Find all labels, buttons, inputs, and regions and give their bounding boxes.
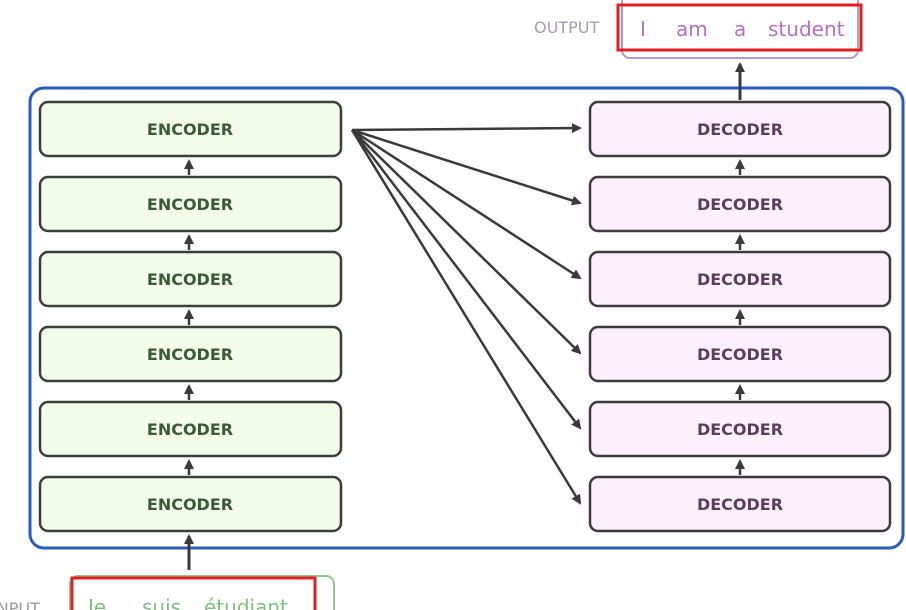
decoder-block: [588, 100, 892, 158]
encoder-label: ENCODER: [147, 120, 233, 139]
input-label: INPUT: [0, 599, 40, 610]
output-token: a: [734, 17, 746, 41]
output-token: student: [768, 17, 845, 41]
encoder-label: ENCODER: [147, 495, 233, 514]
decoder-label: DECODER: [697, 120, 783, 139]
decoder-label: DECODER: [697, 420, 783, 439]
input-token: Je: [86, 595, 106, 610]
decoder-label: DECODER: [697, 195, 783, 214]
input-highlight: [70, 576, 317, 610]
output-token: am: [676, 17, 708, 41]
encoder-label: ENCODER: [147, 420, 233, 439]
input-box: [69, 575, 335, 610]
output-token: I: [640, 17, 646, 41]
encoder-block: [38, 325, 343, 383]
decoder-label: DECODER: [697, 345, 783, 364]
decoder-label: DECODER: [697, 495, 783, 514]
output-highlight: [616, 3, 863, 52]
input-token: suis: [142, 595, 181, 610]
encoder-decoder-arrow: [351, 129, 582, 355]
decoder-block: [588, 175, 892, 233]
encoder-label: ENCODER: [147, 270, 233, 289]
decoder-block: [588, 250, 892, 308]
encoder-label: ENCODER: [147, 345, 233, 364]
encoder-decoder-arrow: [351, 128, 582, 206]
decoder-block: [588, 325, 892, 383]
decoder-block: [588, 475, 892, 533]
output-label: OUTPUT: [534, 18, 599, 37]
encoder-label: ENCODER: [147, 195, 233, 214]
encoder-block: [38, 175, 343, 233]
output-box: [621, 0, 859, 59]
stack-frame: [28, 86, 905, 550]
decoder-label: DECODER: [697, 270, 783, 289]
encoder-decoder-arrow: [351, 128, 582, 280]
encoder-decoder-arrow: [351, 129, 582, 430]
encoder-decoder-arrow: [351, 123, 582, 134]
encoder-block: [38, 400, 343, 458]
encoder-block: [38, 250, 343, 308]
encoder-block: [38, 475, 343, 533]
encoder-block: [38, 100, 343, 158]
encoder-decoder-arrow: [350, 129, 582, 505]
decoder-block: [588, 400, 892, 458]
input-token: étudiant: [204, 595, 288, 610]
